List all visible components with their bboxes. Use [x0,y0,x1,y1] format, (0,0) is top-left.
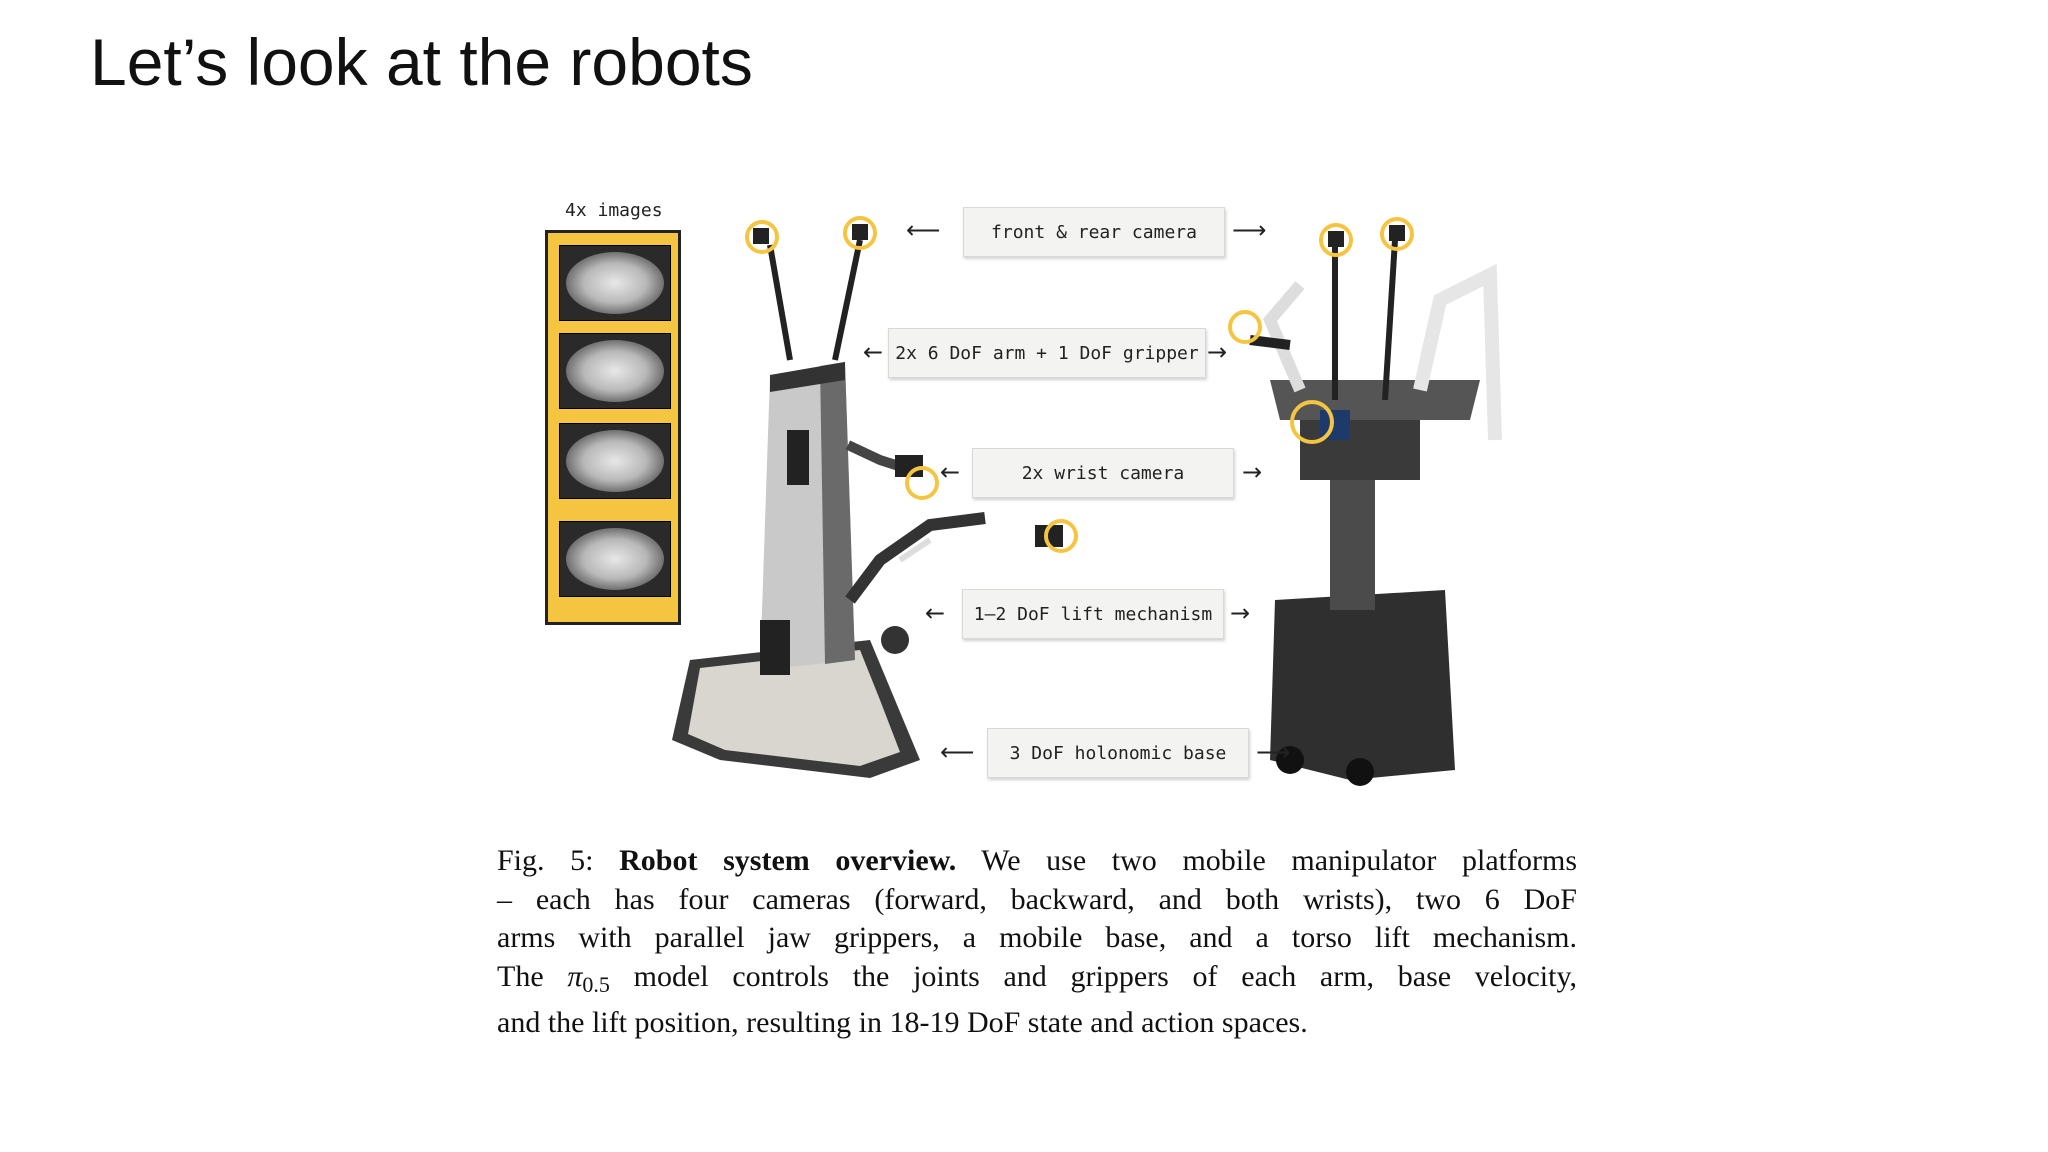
label-holonomic-base: 3 DoF holonomic base [987,728,1249,778]
arrow-right-wrist: → [1242,458,1263,486]
camera-highlights [745,216,1414,553]
caption-line-3: arms with parallel jaw grippers, a mobil… [497,921,1577,954]
arrow-right-base: ⟶ [1256,738,1291,766]
slide-title: Let’s look at the robots [90,25,753,99]
arrow-right-front-rear: ⟶ [1232,216,1267,244]
label-arm-gripper: 2x 6 DoF arm + 1 DoF gripper [888,328,1206,378]
arrow-left-arm: ← [863,338,884,366]
camera-image-4 [559,521,671,597]
camera-image-3 [559,423,671,499]
caption-line1-rest: We use two mobile manipulator platforms [956,844,1577,877]
caption-line-5: and the lift position, resulting in 18-1… [497,1006,1308,1039]
label-wrist-camera: 2x wrist camera [972,448,1234,498]
camera-images-strip [545,230,681,625]
right-robot [1249,239,1502,786]
camera-image-2 [559,333,671,409]
caption-line4-a: The [497,959,568,993]
caption-line4-b: model controls the joints and grippers o… [609,959,1577,993]
caption-line-4: The π0.5 model controls the joints and g… [497,958,1577,1005]
arrow-left-front-rear: ⟵ [906,216,941,244]
caption-bold: Robot system overview. [619,844,957,877]
camera-image-1 [559,245,671,321]
left-robot [672,239,1063,778]
label-lift-mechanism: 1–2 DoF lift mechanism [962,589,1224,639]
caption-prefix: Fig. 5: [497,844,620,877]
caption-line-2: – each has four cameras (forward, backwa… [497,882,1577,916]
arrow-left-lift: ← [925,599,946,627]
caption-line-1: Fig. 5: Robot system overview. We use tw… [497,842,1577,881]
arrow-left-wrist: ← [940,458,961,486]
arrow-left-base: ⟵ [940,738,975,766]
caption-pi: π [567,959,583,993]
arrow-right-arm: → [1207,338,1228,366]
label-front-rear-camera: front & rear camera [963,207,1225,257]
images-label: 4x images [565,200,663,221]
arrow-right-lift: → [1230,599,1251,627]
caption-pi-sub: 0.5 [582,971,610,997]
figure-caption: Fig. 5: Robot system overview. We use tw… [497,842,1577,1043]
